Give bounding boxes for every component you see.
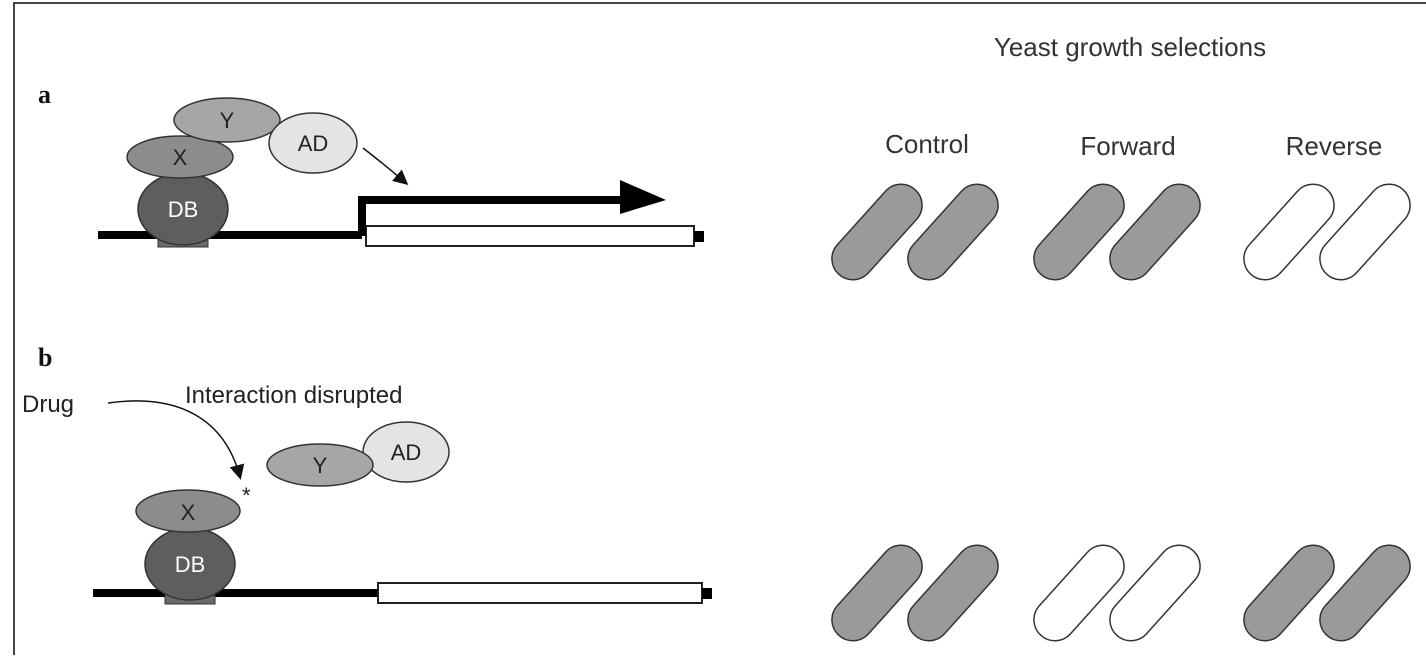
growth-pills-b — [831, 544, 1411, 642]
interaction-disrupted-label: Interaction disrupted — [185, 382, 402, 409]
db-label-b: DB — [175, 552, 206, 577]
column-header-reverse: Reverse — [1286, 131, 1383, 161]
yeast-colony-a-control-2 — [907, 183, 999, 281]
yeast-colony-b-forward-2 — [1109, 544, 1201, 642]
reporter-gene — [365, 225, 695, 247]
panel-b: b Drug Interaction disrupted * DB X AD Y — [22, 343, 1411, 642]
figure-title: Yeast growth selections — [994, 32, 1266, 62]
yeast-colony-a-forward-2 — [1109, 183, 1201, 281]
panel-b-label: b — [38, 343, 52, 372]
yeast-colony-b-reverse-1 — [1243, 544, 1335, 642]
panel-a-label: a — [38, 80, 51, 109]
transcription-arrowhead — [620, 180, 666, 214]
yeast-colony-a-control-1 — [831, 183, 923, 281]
ad-label: AD — [298, 131, 329, 156]
protein-x-b — [135, 489, 241, 533]
x-label: X — [173, 145, 188, 170]
yeast-colony-b-reverse-2 — [1319, 544, 1411, 642]
y-label-b: Y — [313, 453, 328, 478]
drug-label: Drug — [22, 391, 74, 418]
y-label: Y — [220, 108, 235, 133]
yeast-colony-b-control-2 — [907, 544, 999, 642]
protein-y-b — [266, 443, 374, 487]
protein-x — [126, 135, 234, 179]
yeast-colony-b-forward-1 — [1033, 544, 1125, 642]
x-label-b: X — [181, 500, 196, 525]
drug-arrow — [107, 400, 245, 480]
column-header-forward: Forward — [1080, 131, 1175, 161]
db-label: DB — [168, 197, 199, 222]
growth-pills-a — [831, 183, 1411, 281]
reporter-gene-end-b — [702, 588, 712, 599]
reporter-gene-b — [377, 582, 703, 604]
ad-label-b: AD — [391, 440, 422, 465]
activation-arrow — [362, 147, 409, 185]
reporter-gene-end — [694, 231, 704, 242]
yeast-colony-a-forward-1 — [1033, 183, 1125, 281]
protein-y — [173, 97, 281, 143]
yeast-colony-a-reverse-2 — [1319, 183, 1411, 281]
panel-a: a DB X Y AD — [38, 80, 1411, 281]
yeast-colony-a-reverse-1 — [1243, 183, 1335, 281]
yeast-colony-b-control-1 — [831, 544, 923, 642]
figure-frame — [13, 2, 1426, 655]
column-header-control: Control — [885, 129, 969, 159]
transcription-arrow — [358, 196, 625, 236]
drug-marker: * — [242, 483, 251, 508]
activation-domain — [268, 112, 358, 174]
